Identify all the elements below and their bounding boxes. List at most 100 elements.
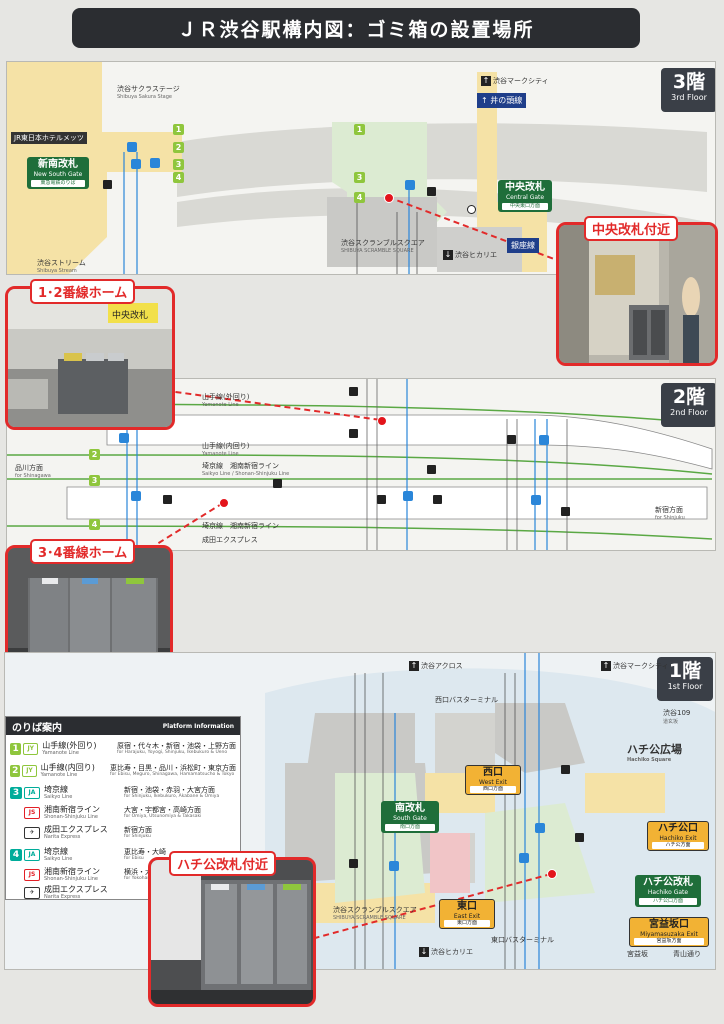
elevator-icon bbox=[539, 435, 549, 445]
platform-info-title: のりば案内 bbox=[12, 722, 62, 734]
arrow-down-icon: ↓ bbox=[443, 250, 453, 260]
elevator-icon bbox=[150, 158, 160, 168]
stairs-icon bbox=[349, 387, 358, 396]
callout-label-hachiko-gate: ハチ公改札付近 bbox=[169, 851, 277, 876]
gate-new-south: 新南改札 New South Gate 東急電鉄のりば bbox=[27, 157, 89, 189]
platform-number: 4 bbox=[10, 848, 22, 861]
label-mark-city-1f: ↑渋谷マークシティ bbox=[601, 661, 669, 671]
label-gate-left: JR東日本ホテルメッツ bbox=[11, 132, 87, 144]
platform-number: 1 bbox=[10, 742, 22, 755]
arrow-up-icon: ↑ bbox=[409, 661, 419, 671]
label-miyamasu-dir: 宮益坂 bbox=[627, 950, 648, 958]
gate-central: 中央改札 Central Gate 中央東口方面 bbox=[498, 180, 552, 212]
arrow-up-icon: ↑ bbox=[481, 96, 491, 105]
stairs-icon bbox=[561, 765, 570, 774]
label-aoyama: 青山通り bbox=[673, 950, 701, 958]
stairs-icon bbox=[349, 429, 358, 438]
line-code-badge: JS bbox=[24, 868, 40, 881]
line-code-badge: JY bbox=[22, 764, 37, 777]
elevator-icon bbox=[535, 823, 545, 833]
label-east-bus: 東口バスターミナル bbox=[491, 936, 554, 944]
label-ginza: 銀座線 bbox=[507, 238, 539, 253]
platform-number bbox=[10, 827, 22, 839]
toilet-icon bbox=[131, 159, 141, 169]
page-title: ＪＲ渋谷駅構内図：ゴミ箱の設置場所 bbox=[72, 8, 640, 48]
ticket-icon bbox=[467, 205, 476, 214]
platform-number-3: 3 bbox=[89, 475, 100, 486]
floor2-map-lines bbox=[7, 379, 713, 550]
platform-marker: 3 bbox=[173, 159, 184, 170]
elevator-icon bbox=[403, 491, 413, 501]
platform-number bbox=[10, 869, 22, 881]
stairs-icon bbox=[377, 495, 386, 504]
photo-hachiko-gate-image bbox=[151, 860, 313, 1004]
label-saikyo-lower: 埼京線 湘南新宿ライン bbox=[202, 522, 279, 530]
platform-number: 3 bbox=[10, 786, 22, 799]
platform-number: 2 bbox=[10, 764, 21, 777]
photo-central-gate-image bbox=[559, 225, 715, 363]
stairs-icon bbox=[507, 435, 516, 444]
label-hikarie-1f: ↓渋谷ヒカリエ bbox=[419, 947, 473, 957]
label-yamanote-out: 山手線(外回り)Yamanote Line bbox=[202, 393, 250, 408]
floor-badge-3: 3階 3rd Floor bbox=[661, 68, 715, 112]
line-name: 山手線(内回り)Yamanote Line bbox=[40, 763, 95, 778]
platform-number-4: 4 bbox=[89, 519, 100, 530]
callout-label-platform-34: 3･4番線ホーム bbox=[30, 539, 136, 564]
line-code-badge: ✈ bbox=[24, 886, 40, 899]
floor1-map-lines bbox=[265, 653, 715, 969]
arrow-down-icon: ↓ bbox=[419, 947, 429, 957]
line-name: 山手線(外回り)Yamanote Line bbox=[42, 741, 97, 756]
exit-hachiko: ハチ公口 Hachiko Exit ハチ公方面 bbox=[647, 821, 709, 851]
platform-marker: 4 bbox=[173, 172, 184, 183]
callout-label-platform-12: 1･2番線ホーム bbox=[30, 279, 136, 304]
stairs-icon bbox=[561, 507, 570, 516]
arrow-up-icon: ↑ bbox=[601, 661, 611, 671]
platform-marker: 4 bbox=[354, 192, 365, 203]
stairs-icon bbox=[163, 495, 172, 504]
trash-location-dot bbox=[547, 869, 557, 879]
photo-platform-12: 中央改札 bbox=[5, 286, 175, 430]
elevator-icon bbox=[127, 142, 137, 152]
platform-marker: 1 bbox=[354, 124, 365, 135]
line-code-badge: JY bbox=[23, 742, 39, 755]
platform-number bbox=[10, 887, 22, 899]
elevator-icon bbox=[531, 495, 541, 505]
stairs-icon bbox=[349, 859, 358, 868]
label-hikarie: ↓渋谷ヒカリエ bbox=[443, 250, 497, 260]
stairs-icon bbox=[273, 479, 282, 488]
label-west-bus: 西口バスターミナル bbox=[435, 696, 498, 704]
stairs-icon bbox=[103, 180, 112, 189]
stairs-icon bbox=[427, 465, 436, 474]
floor-badge-2: 2階 2nd Floor bbox=[661, 383, 715, 427]
arrow-up-icon: ↑ bbox=[481, 76, 491, 86]
photo-platform-12-image: 中央改札 bbox=[8, 289, 172, 427]
label-narita: 成田エクスプレス bbox=[202, 536, 258, 544]
gate-south: 南改札 South Gate 南口方面 bbox=[381, 801, 439, 833]
gate-hachiko: ハチ公改札 Hachiko Gate ハチ公口方面 bbox=[635, 875, 701, 907]
elevator-icon bbox=[405, 180, 415, 190]
trash-location-dot bbox=[377, 416, 387, 426]
exit-miyamasu: 宮益坂口 Miyamasuzaka Exit 宮益坂方面 bbox=[629, 917, 709, 947]
platform-info-title-en: Platform Information bbox=[162, 722, 234, 730]
